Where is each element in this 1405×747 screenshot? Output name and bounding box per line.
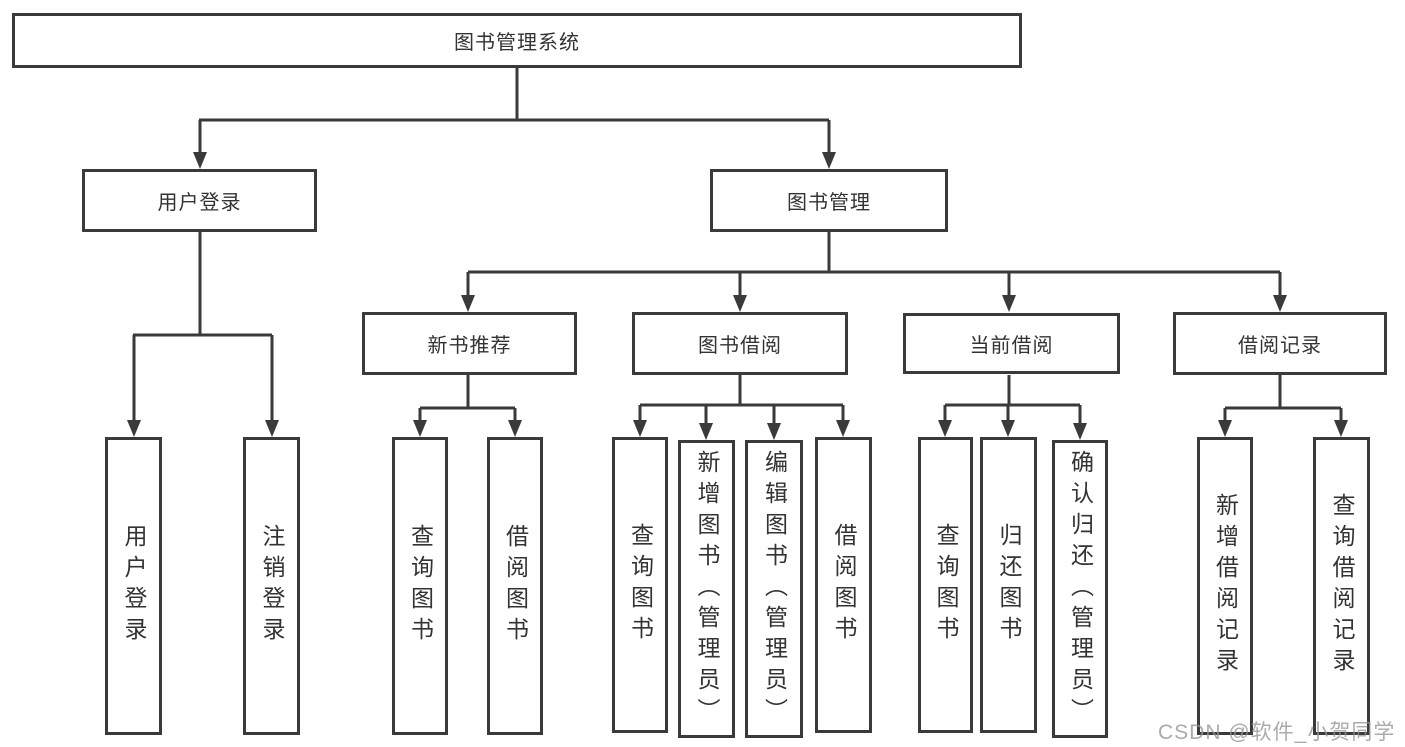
arrowhead [1273,295,1287,312]
arrowhead [1334,420,1348,437]
node-current-borrowing: 当前借阅 [903,313,1120,374]
leaf-query-books-borrowing: 查询图书 [612,437,668,733]
arrowhead [733,295,747,312]
node-book-management: 图书管理 [710,169,948,232]
arrowhead [767,423,781,440]
arrowhead [265,420,279,437]
arrowhead [127,420,141,437]
leaf-edit-books-admin: 编辑图书（管理员） [745,440,803,738]
arrowhead [1073,423,1087,440]
leaf-confirm-return-admin: 确认归还（管理员） [1052,440,1108,738]
node-user-login-group: 用户登录 [82,169,317,232]
leaf-query-books-recommend: 查询图书 [392,437,448,735]
arrowhead [633,420,647,437]
leaf-query-books-current: 查询图书 [918,437,973,733]
arrowhead [461,295,475,312]
leaf-return-books: 归还图书 [980,437,1037,733]
arrowhead [1218,420,1232,437]
watermark: CSDN @软件_小贺同学 [1158,721,1396,744]
node-root: 图书管理系统 [12,13,1022,68]
arrowhead [413,420,427,437]
leaf-add-books-admin: 新增图书（管理员） [678,440,735,738]
leaf-logout: 注销登录 [243,437,300,735]
node-new-book-recommend: 新书推荐 [362,312,577,375]
arrowhead [1001,420,1015,437]
node-book-borrowing: 图书借阅 [632,312,848,375]
arrowhead [836,420,850,437]
arrowhead [1002,295,1016,312]
leaf-user-login: 用户登录 [105,437,162,735]
arrowhead [193,152,207,169]
leaf-borrow-books-borrowing: 借阅图书 [815,437,872,733]
arrowhead [508,420,522,437]
arrowhead [938,420,952,437]
node-borrowing-records: 借阅记录 [1173,312,1387,375]
leaf-add-borrow-record: 新增借阅记录 [1197,437,1253,735]
arrowhead [822,152,836,169]
arrowhead [699,423,713,440]
leaf-borrow-books-recommend: 借阅图书 [487,437,543,735]
leaf-query-borrow-record: 查询借阅记录 [1313,437,1370,735]
